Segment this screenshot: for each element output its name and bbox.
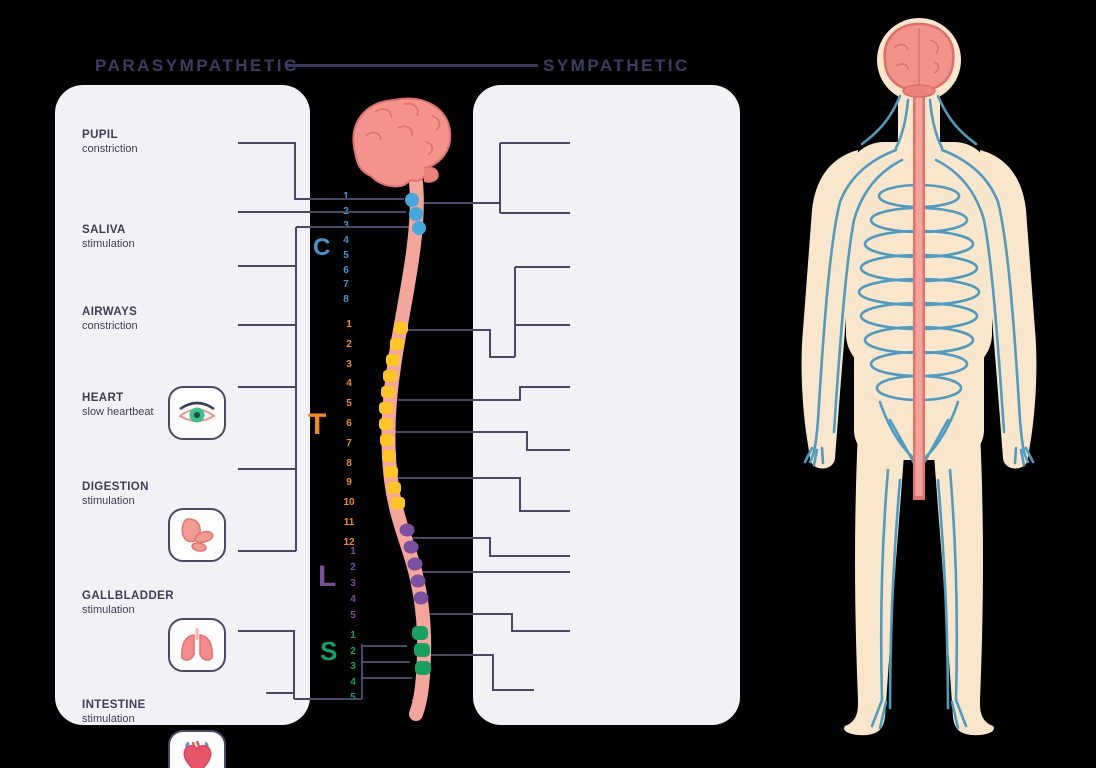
sacral-number-1: 1 (350, 630, 356, 641)
lumbar-segments (399, 523, 429, 605)
thoracic-number-5: 5 (346, 398, 352, 410)
cervical-number-6: 6 (343, 264, 349, 276)
thoracic-segments (379, 322, 408, 509)
pupil-icon-box-left (168, 386, 226, 440)
parasympathetic-title: PARASYMPATHETIC (95, 56, 299, 75)
eye-icon (178, 401, 216, 423)
thoracic-number-9: 9 (346, 477, 352, 489)
row-label-gallbladder-left: GALLBLADDER stimulation (82, 590, 174, 616)
lumbar-number-3: 3 (350, 578, 356, 589)
thoracic-number-8: 8 (346, 457, 352, 469)
body-nerves (803, 94, 1035, 730)
sacral-numbers: 1 2 3 4 5 (347, 628, 359, 706)
saliva-icon-box-left (168, 508, 226, 562)
body-cns (883, 22, 955, 500)
thoracic-number-4: 4 (346, 378, 352, 390)
row-label-saliva-left: SALIVA stimulation (82, 224, 135, 250)
lumbar-letter: L (318, 560, 337, 593)
thoracic-number-7: 7 (346, 437, 352, 449)
cervical-number-2: 2 (343, 205, 349, 217)
lumbar-number-5: 5 (350, 610, 356, 621)
airways-icon-box-left (168, 618, 226, 672)
lumbar-number-4: 4 (350, 594, 356, 605)
thoracic-number-11: 11 (343, 516, 355, 528)
thoracic-number-1: 1 (346, 319, 352, 330)
cervical-letter: C (313, 234, 331, 261)
row-label-intestine-left: INTESTINE stimulation (82, 699, 146, 725)
cervical-number-7: 7 (343, 279, 349, 291)
thoracic-letter: T (308, 408, 327, 441)
row-label-digestion-left: DIGESTION stimulation (82, 481, 149, 507)
thoracic-number-3: 3 (346, 358, 352, 370)
cervical-number-1: 1 (343, 191, 349, 202)
cervical-number-4: 4 (343, 235, 349, 247)
sympathetic-title: SYMPATHETIC (543, 56, 690, 75)
body-silhouette (801, 18, 1037, 736)
sacral-segments (412, 626, 431, 675)
sacral-letter: S (320, 636, 338, 666)
sacral-number-3: 3 (350, 661, 356, 672)
lumbar-number-1: 1 (350, 546, 356, 557)
cervical-segments (405, 193, 426, 235)
sacral-number-4: 4 (350, 676, 356, 688)
cervical-numbers: 1 2 3 4 5 6 7 8 (340, 190, 352, 308)
sacral-number-5: 5 (350, 692, 356, 703)
brain-illustration (352, 97, 452, 188)
lumbar-numbers: 1 2 3 4 5 (347, 544, 359, 624)
lumbar-number-2: 2 (350, 562, 356, 573)
row-label-heart-left: HEART slow heartbeat (82, 392, 154, 418)
sympathetic-panel (473, 85, 740, 725)
thoracic-number-2: 2 (346, 338, 352, 350)
body-figure (801, 18, 1037, 736)
cervical-number-5: 5 (343, 249, 349, 261)
sacral-number-2: 2 (350, 645, 356, 657)
title-divider-line (285, 64, 538, 67)
heart-icon-box-left (168, 730, 226, 768)
cervical-number-3: 3 (343, 220, 349, 232)
thoracic-number-10: 10 (343, 497, 355, 509)
row-label-pupil-left: PUPIL constriction (82, 129, 138, 155)
lungs-icon (181, 628, 213, 661)
row-label-airways-left: AIRWAYS constriction (82, 306, 138, 332)
thoracic-number-6: 6 (346, 417, 352, 429)
salivary-glands-icon (181, 518, 214, 552)
cervical-number-8: 8 (343, 293, 349, 305)
spinal-cord-illustration (381, 176, 432, 721)
heart-icon (183, 740, 212, 768)
